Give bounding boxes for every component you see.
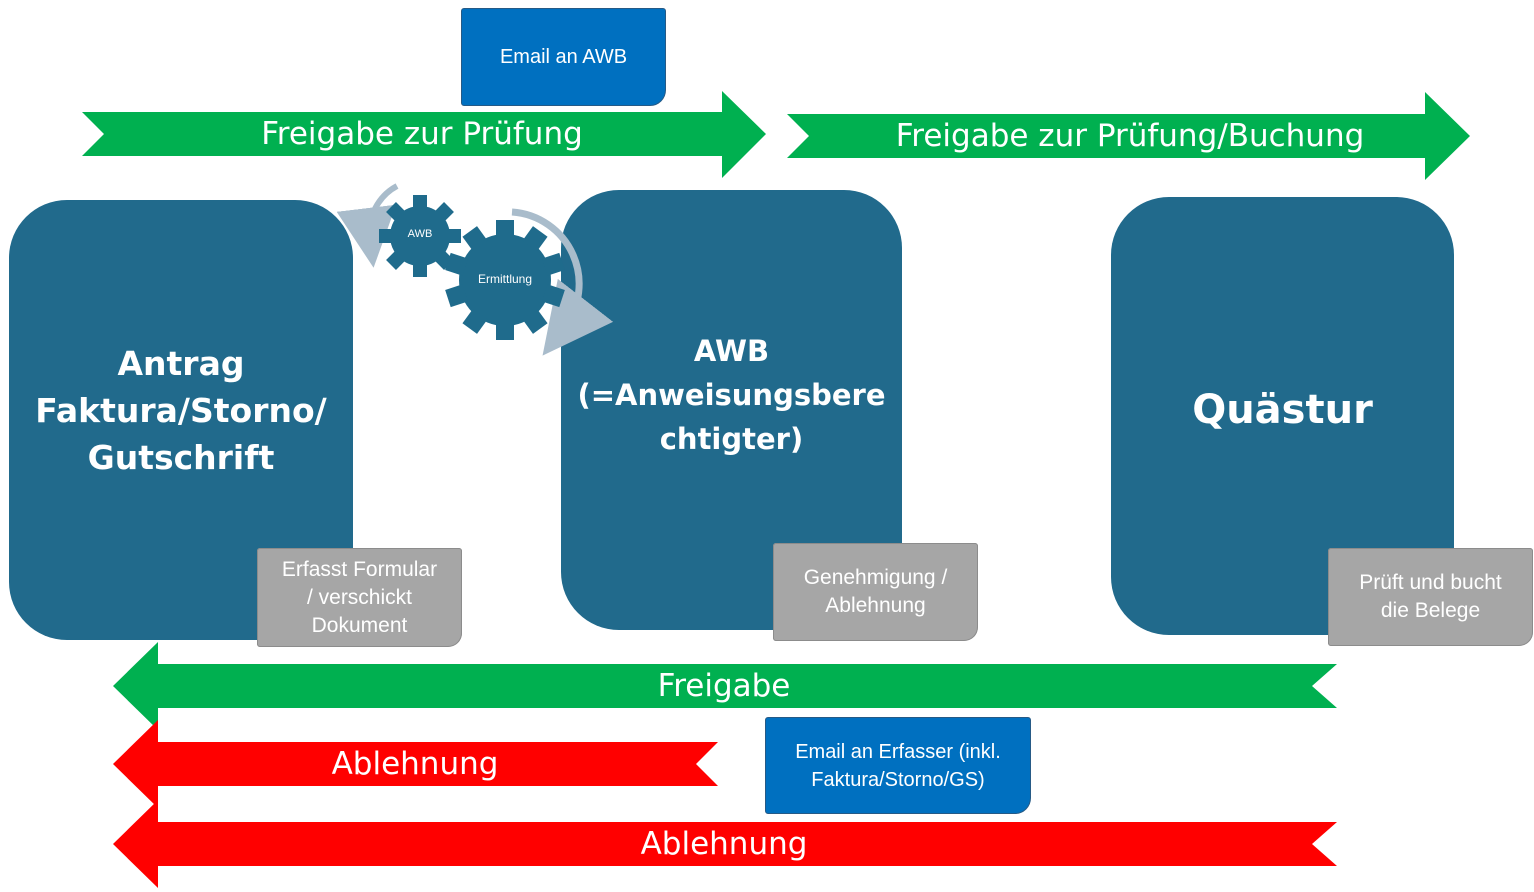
note-antrag: Erfasst Formular / verschickt Dokument — [257, 548, 462, 647]
arrow-ablehnung-long-shape — [113, 800, 1337, 888]
box-antrag-line-2: Faktura/Storno/ — [35, 390, 327, 430]
arrow-freigabe-pruefung-label: Freigabe zur Prüfung — [261, 116, 583, 152]
box-quaestur-line-1: Quästur — [1192, 387, 1373, 433]
note-awb: Genehmigung / Ablehnung — [773, 543, 978, 641]
email-awb-box: Email an AWB — [461, 8, 666, 106]
arrow-freigabe-shape — [113, 642, 1337, 730]
box-antrag-line-3: Gutschrift — [87, 437, 275, 477]
arrow-ablehnung-short-label: Ablehnung — [331, 746, 499, 782]
box-awb-line-2: (=Anweisungsbere — [577, 378, 886, 412]
box-awb-line-1: AWB — [693, 334, 770, 368]
arrow-freigabe-buchung-shape — [787, 92, 1470, 180]
gear-large-label: Ermittlung — [477, 272, 533, 286]
box-antrag-line-1: Antrag — [117, 343, 245, 383]
gear-small-label: AWB — [407, 228, 433, 240]
box-awb-text: AWB (=Anweisungsbere chtigter) — [577, 329, 885, 461]
arrow-freigabe-buchung-label: Freigabe zur Prüfung/Buchung — [895, 118, 1365, 154]
box-antrag-text: Antrag Faktura/Storno/ Gutschrift — [35, 340, 326, 481]
arrow-ablehnung-short-shape — [113, 720, 718, 808]
note-quaestur: Prüft und bucht die Belege — [1328, 548, 1533, 646]
arrow-ablehnung-long-label: Ablehnung — [640, 826, 808, 862]
box-awb-line-3: chtigter) — [659, 422, 804, 456]
email-erfasser-box: Email an Erfasser (inkl. Faktura/Storno/… — [765, 717, 1031, 814]
cycle-arc-small — [336, 183, 399, 268]
box-quaestur-text: Quästur — [1192, 385, 1373, 435]
arrow-freigabe-label: Freigabe — [657, 668, 791, 704]
arrow-freigabe-pruefung-shape — [82, 91, 766, 178]
